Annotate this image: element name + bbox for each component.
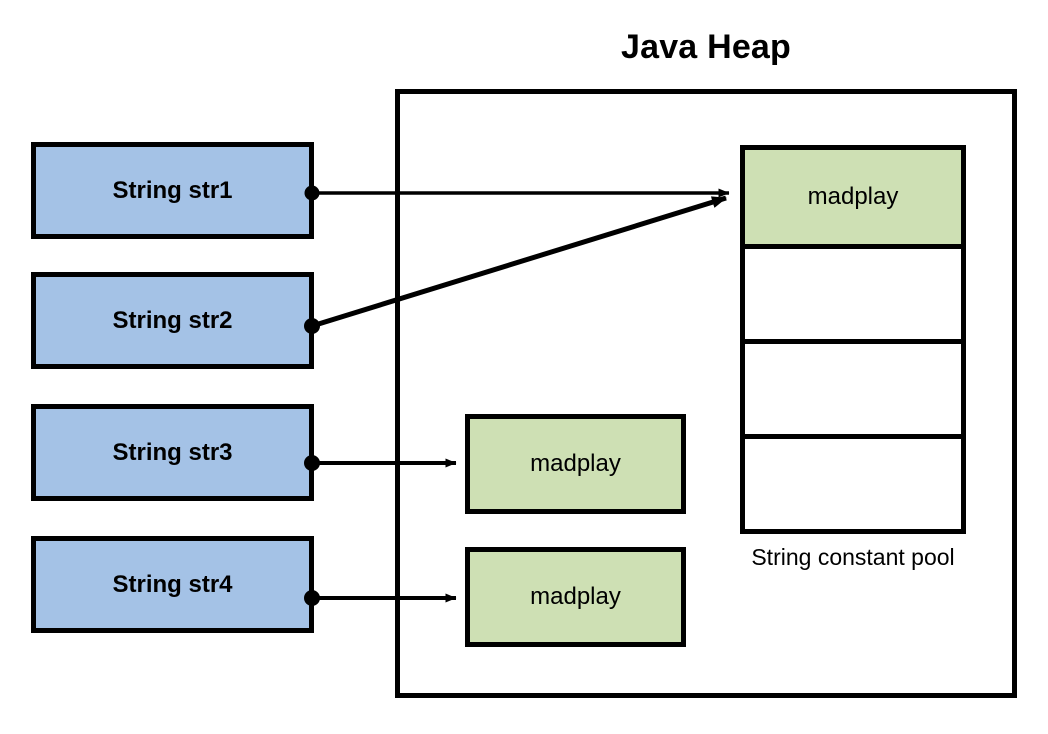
page-title: Java Heap [620,28,792,66]
stack-variable-box-str3[interactable]: String str3 [31,404,314,501]
stack-variable-box-str1[interactable]: String str1 [31,142,314,239]
stack-variable-label: String str4 [112,570,233,598]
stack-variable-label: String str2 [112,306,233,334]
pool-cell-2[interactable] [745,344,961,439]
pool-cell-0[interactable]: madplay [745,150,961,249]
stack-variable-label: String str3 [112,438,233,466]
heap-object-label: madplay [530,450,621,477]
stack-variable-box-str4[interactable]: String str4 [31,536,314,633]
stack-variable-label: String str1 [112,176,233,204]
java-heap-boundary [395,89,1017,698]
string-constant-pool: madplay [740,145,966,534]
heap-object-box-2[interactable]: madplay [465,547,686,647]
string-constant-pool-label: String constant pool [751,544,955,570]
pool-cell-1[interactable] [745,249,961,344]
heap-object-label: madplay [530,583,621,610]
heap-object-box-1[interactable]: madplay [465,414,686,514]
pool-cell-3[interactable] [745,439,961,534]
pool-cell-label: madplay [807,183,899,210]
stack-variable-box-str2[interactable]: String str2 [31,272,314,369]
